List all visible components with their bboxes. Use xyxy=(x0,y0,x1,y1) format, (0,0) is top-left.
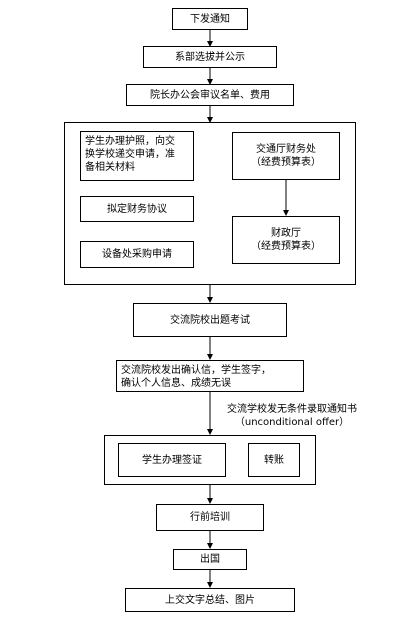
step-visa: 学生办理签证 xyxy=(118,443,226,477)
step-confirmation-letter: 交流院校发出确认信，学生签字， 确认个人信息、成绩无误 xyxy=(116,360,304,392)
offer-annotation: 交流学校发无条件录取通知书 （unconditional offer） xyxy=(227,404,357,428)
step-exam: 交流院校出题考试 xyxy=(133,303,287,337)
step-transfer: 转账 xyxy=(248,443,300,477)
step-equipment-purchase: 设备处采购申请 xyxy=(80,241,194,268)
step-student-passport-application: 学生办理护照，向交 换学校递交申请，准 备相关材料 xyxy=(80,131,194,181)
step-finance-department: 财政厅 （经费预算表） xyxy=(232,216,340,264)
step-submit-summary: 上交文字总结、图片 xyxy=(125,588,295,612)
step-department-selection: 系部选拔并公示 xyxy=(143,46,277,68)
step-go-abroad: 出国 xyxy=(173,549,247,570)
step-financial-agreement: 拟定财务协议 xyxy=(80,196,194,222)
step-president-review: 院长办公会审议名单、费用 xyxy=(126,84,294,106)
step-pre-departure-training: 行前培训 xyxy=(156,504,264,531)
visa-transfer-group xyxy=(104,435,316,485)
step-notice: 下发通知 xyxy=(172,8,248,30)
step-transport-finance-office: 交通厅财务处 （经费预算表） xyxy=(232,132,340,180)
parallel-tasks-group xyxy=(64,122,356,285)
